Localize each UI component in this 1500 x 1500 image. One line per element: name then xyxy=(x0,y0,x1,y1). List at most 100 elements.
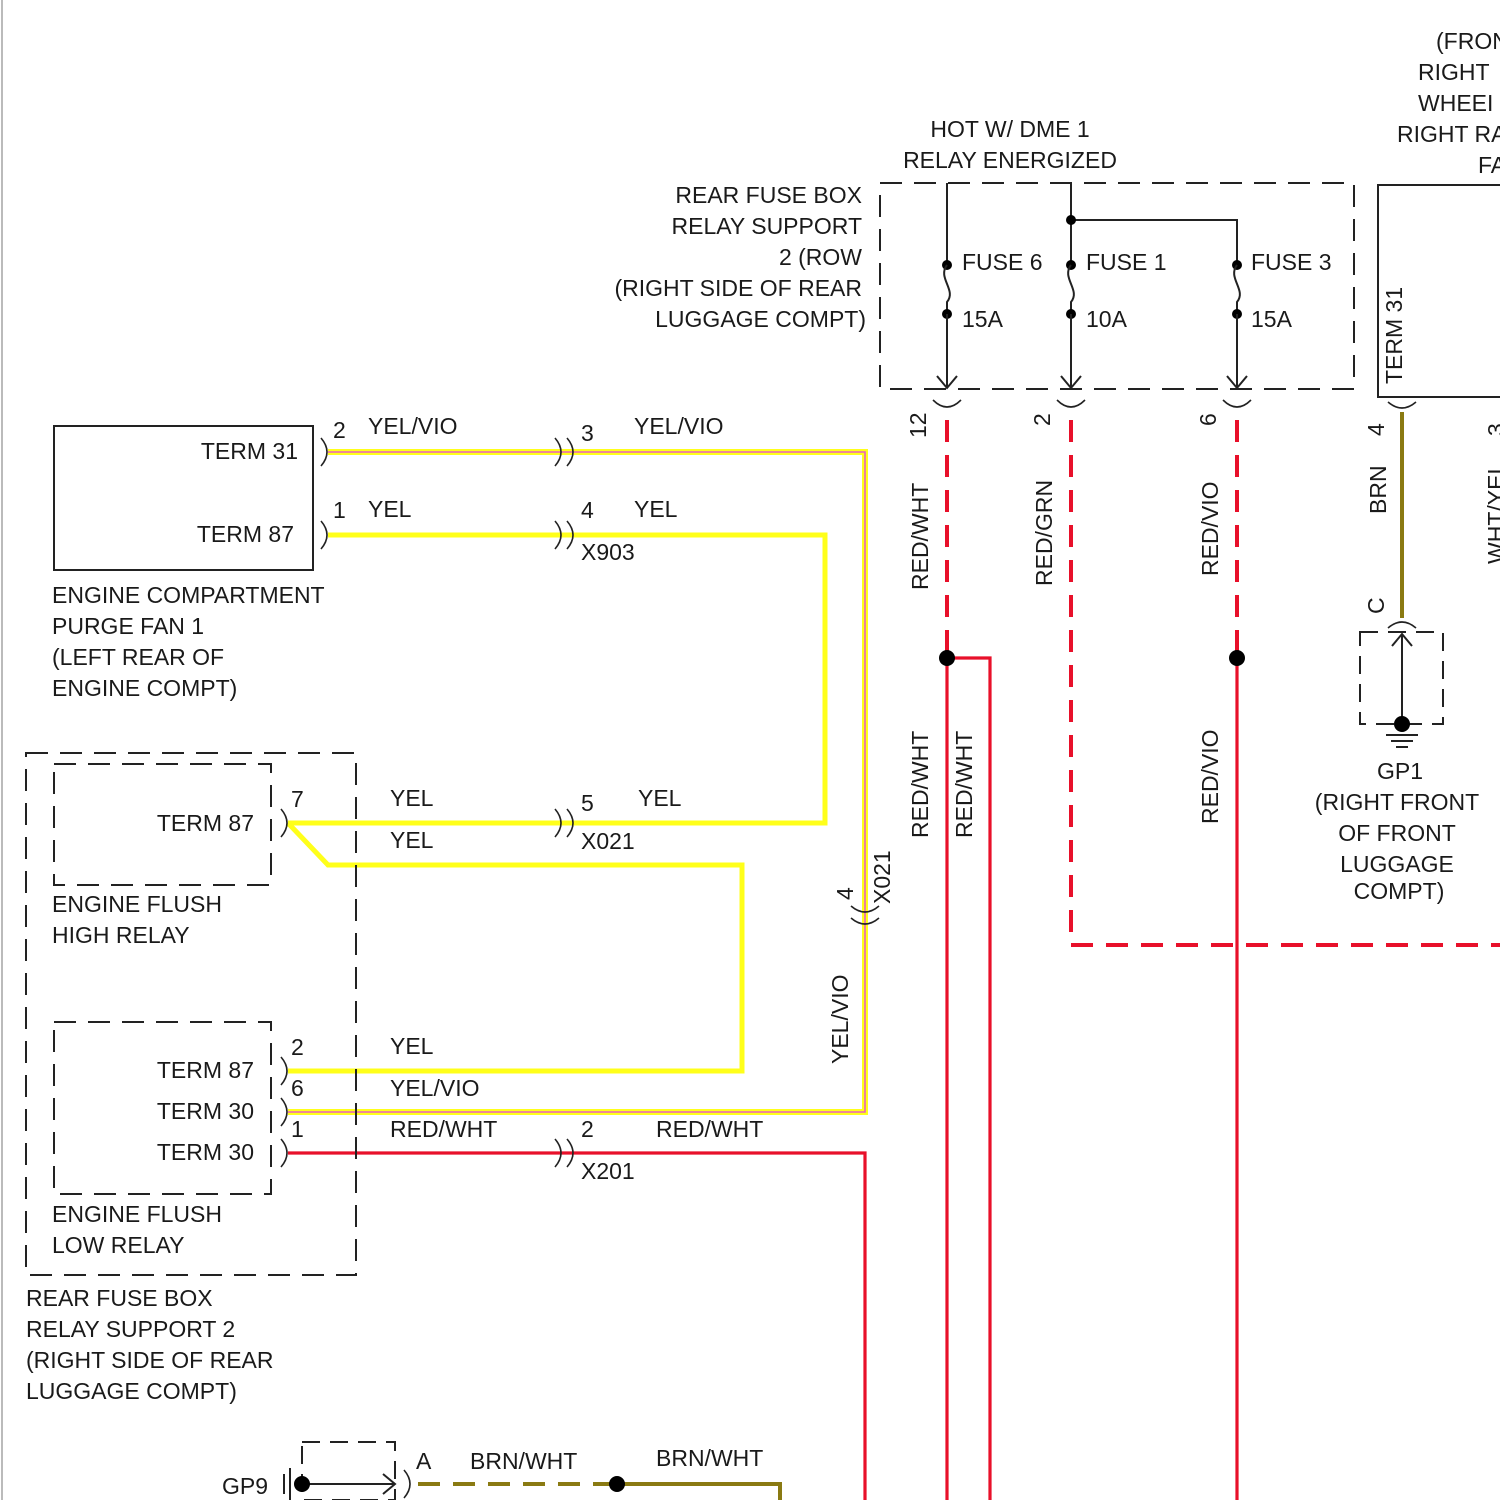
splice-red-wht xyxy=(939,650,955,666)
wire-label-red-wht-5: RED/WHT xyxy=(951,731,977,838)
gp9-pin-a: A xyxy=(416,1448,432,1474)
gp1-name-4: LUGGAGE xyxy=(1340,851,1454,877)
wire-label-brn-wht-1: BRN/WHT xyxy=(470,1448,577,1474)
fuse-box-name-5: LUGGAGE COMPT) xyxy=(655,306,866,332)
high-relay-pin7-connector xyxy=(281,809,287,837)
x903-label: X903 xyxy=(581,539,635,565)
splice-brn-wht xyxy=(609,1476,625,1492)
gp1-pin-c: C xyxy=(1363,597,1389,614)
wire-label-yel-5: YEL xyxy=(638,785,682,811)
right-comp-term31: TERM 31 xyxy=(1381,287,1407,384)
x903-pin-3: 3 xyxy=(581,420,594,446)
wire-label-wht-yel-partial: WHT/YEL xyxy=(1483,462,1500,564)
purge-fan-name-4: ENGINE COMPT) xyxy=(52,675,237,701)
purge-fan-name-1: ENGINE COMPARTMENT xyxy=(52,582,325,608)
low-relay-name-1: ENGINE FLUSH xyxy=(52,1201,222,1227)
low-relay-term30-b: TERM 30 xyxy=(157,1139,254,1165)
purge-fan-pin-1: 1 xyxy=(333,497,346,523)
x021-pin-4: 4 xyxy=(832,887,858,900)
purge-fan-name-3: (LEFT REAR OF xyxy=(52,644,224,670)
x021-label-b: X021 xyxy=(869,850,895,904)
fuse-box-name-4: (RIGHT SIDE OF REAR xyxy=(615,275,863,301)
wire-yel-vio-fan xyxy=(288,452,865,1112)
low-relay-term30-a: TERM 30 xyxy=(157,1098,254,1124)
fuse-box-hot-line-1: HOT W/ DME 1 xyxy=(930,116,1089,142)
low-relay-pin2-connector xyxy=(281,1057,287,1085)
right-comp-line-2: RIGHT xyxy=(1418,59,1490,85)
gp1-name-3: OF FRONT xyxy=(1338,820,1456,846)
purge-fan-term31: TERM 31 xyxy=(201,438,298,464)
right-comp-line-3: WHEEI xyxy=(1418,90,1493,116)
x021-pin-5: 5 xyxy=(581,790,594,816)
right-comp-line-1: (FRON xyxy=(1436,28,1500,54)
gp1-name-5: COMPT) xyxy=(1354,878,1445,904)
low-relay-pin-2: 2 xyxy=(291,1034,304,1060)
right-comp-pin-4: 4 xyxy=(1363,423,1389,436)
purge-fan-pin-2: 2 xyxy=(333,417,346,443)
wire-label-red-wht-2: RED/WHT xyxy=(656,1116,763,1142)
gp1-ground xyxy=(1360,622,1443,747)
splice-red-vio xyxy=(1229,650,1245,666)
fuse-1-rating: 10A xyxy=(1086,306,1128,332)
fuse-6-rating: 15A xyxy=(962,306,1004,332)
fuse-box-name-3: 2 (ROW xyxy=(779,244,862,270)
right-comp-line-5: FA xyxy=(1478,152,1500,178)
wire-label-yel-3: YEL xyxy=(390,785,434,811)
x201-label: X201 xyxy=(581,1158,635,1184)
wire-label-brn: BRN xyxy=(1365,465,1391,514)
purge-fan-term87: TERM 87 xyxy=(197,521,294,547)
wire-label-yel-4: YEL xyxy=(390,827,434,853)
low-relay-pin-6: 6 xyxy=(291,1075,304,1101)
low-relay-name-2: LOW RELAY xyxy=(52,1232,185,1258)
relay-support-2-name-4: LUGGAGE COMPT) xyxy=(26,1378,237,1404)
high-relay-name-2: HIGH RELAY xyxy=(52,922,190,948)
high-relay-name-1: ENGINE FLUSH xyxy=(52,891,222,917)
fuse-box-output-connectors xyxy=(933,400,1251,407)
wire-label-red-wht-1: RED/WHT xyxy=(390,1116,497,1142)
gp9-name: GP9 xyxy=(222,1473,268,1499)
wire-label-yel-vio-vertical: YEL/VIO xyxy=(827,975,853,1064)
relay-support-2-name-2: RELAY SUPPORT 2 xyxy=(26,1316,235,1342)
gp9-ground xyxy=(284,1442,410,1500)
purge-fan-pin2-connector xyxy=(321,438,327,466)
wire-label-red-vio-1: RED/VIO xyxy=(1197,481,1223,576)
gp1-name-1: GP1 xyxy=(1377,758,1423,784)
gp1-name-2: (RIGHT FRONT xyxy=(1315,789,1479,815)
x903-pin-4: 4 xyxy=(581,497,594,523)
fuse-box-hot-line-2: RELAY ENERGIZED xyxy=(903,147,1117,173)
wire-label-yel-vio-1: YEL/VIO xyxy=(368,413,457,439)
fuse-6-symbol xyxy=(937,260,957,388)
fuse-box-name-2: RELAY SUPPORT xyxy=(672,213,862,239)
fuse-6-name: FUSE 6 xyxy=(962,249,1043,275)
fuse-3-pin: 6 xyxy=(1195,413,1221,426)
purge-fan-pin1-connector xyxy=(321,521,327,549)
relay-support-2-name-3: (RIGHT SIDE OF REAR xyxy=(26,1347,274,1373)
wire-label-red-grn: RED/GRN xyxy=(1031,480,1057,586)
wire-label-brn-wht-2: BRN/WHT xyxy=(656,1445,763,1471)
right-comp-pin4-connector xyxy=(1388,402,1416,408)
fuse-box-name-1: REAR FUSE BOX xyxy=(675,182,862,208)
wire-label-yel-2: YEL xyxy=(634,496,678,522)
x201-pin-2: 2 xyxy=(581,1116,594,1142)
fuse-3-name: FUSE 3 xyxy=(1251,249,1332,275)
fuse-3-rating: 15A xyxy=(1251,306,1293,332)
wire-label-yel-1: YEL xyxy=(368,496,412,522)
fuse-3-symbol xyxy=(1227,260,1247,388)
x021-label-a: X021 xyxy=(581,828,635,854)
fuse-6-pin: 12 xyxy=(905,412,931,438)
low-relay-pin6-connector xyxy=(281,1098,287,1126)
wire-label-yel-6: YEL xyxy=(390,1033,434,1059)
wire-yel-fan-to-high-relay xyxy=(288,535,825,823)
right-comp-line-4: RIGHT RA xyxy=(1397,121,1500,147)
purge-fan-name-2: PURGE FAN 1 xyxy=(52,613,204,639)
fuse-box-outline xyxy=(880,183,1354,389)
high-relay-term87: TERM 87 xyxy=(157,810,254,836)
low-relay-pin-1: 1 xyxy=(291,1116,304,1142)
relay-support-2-name-1: REAR FUSE BOX xyxy=(26,1285,213,1311)
high-relay-pin-7: 7 xyxy=(291,786,304,812)
wire-label-yel-vio-2: YEL/VIO xyxy=(634,413,723,439)
wire-label-red-wht-4: RED/WHT xyxy=(907,731,933,838)
fuse-1-name: FUSE 1 xyxy=(1086,249,1167,275)
low-relay-pin1-connector xyxy=(281,1139,287,1167)
